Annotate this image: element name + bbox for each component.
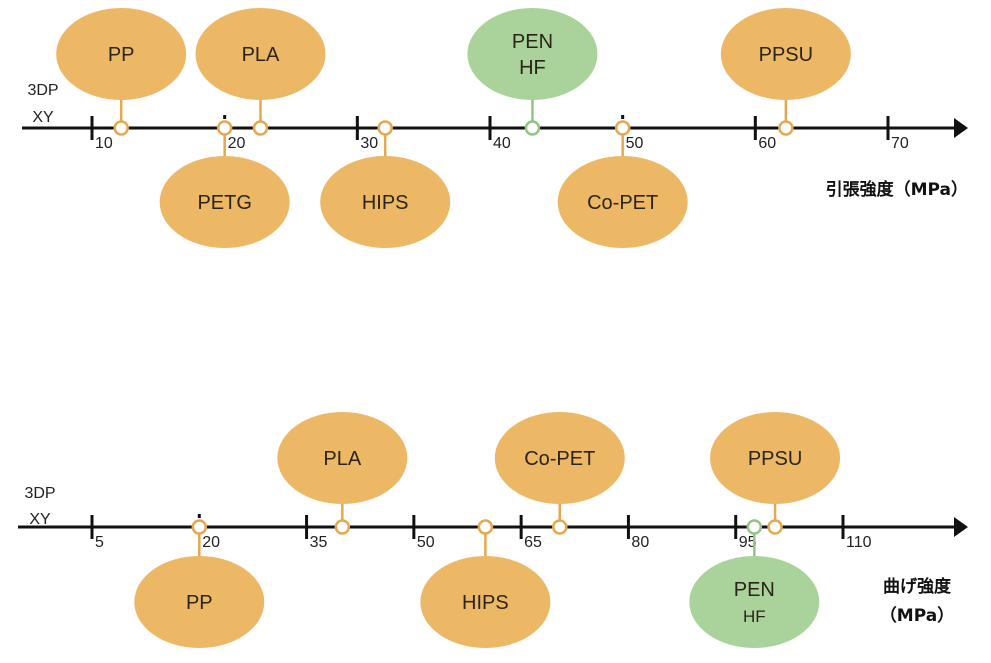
material-bubble [494,412,625,504]
tick-label: 50 [626,135,644,152]
data-point-co-pet: Co-PET [494,412,625,535]
data-marker [113,120,129,136]
tick-label: 110 [846,534,872,551]
material-label: PEN [512,31,553,53]
data-point-pp: PP [134,519,265,648]
material-label: Co-PET [587,192,658,214]
tick-mark [223,115,227,119]
tick-label: 60 [758,135,776,152]
tick-mark [621,115,625,119]
material-label: PP [108,44,135,66]
material-bubble [467,8,598,100]
tick-mark [197,514,201,518]
data-marker [767,519,783,535]
material-bubble [557,156,688,248]
tick-label: 30 [360,135,378,152]
material-label: PLA [323,448,361,470]
data-point-petg: PETG [159,120,290,248]
data-marker [614,120,631,136]
data-marker [746,519,763,535]
tick-label: 20 [202,534,220,551]
material-label: HIPS [362,192,409,214]
series-label: 3DP [27,82,58,99]
series-label: XY [32,109,54,126]
material-label: HIPS [462,592,509,614]
data-point-pla: PLA [277,412,408,535]
data-marker [377,120,393,136]
x-axis-title: （MPa） [880,605,954,626]
material-label: PLA [242,44,280,66]
data-marker [552,519,568,535]
data-marker [778,120,794,136]
tick-label: 35 [310,534,328,551]
material-bubble [56,8,187,100]
material-bubble [320,156,451,248]
data-marker [191,519,208,535]
series-label: XY [29,511,51,528]
data-marker [252,120,269,136]
material-bubble [159,156,290,248]
data-marker [524,120,541,136]
x-axis-arrow [954,118,968,138]
material-bubble [277,412,408,504]
tick-label: 95 [739,534,757,551]
data-point-hips: HIPS [420,519,551,648]
x-axis-title: 曲げ強度 [883,576,952,597]
material-bubble [420,556,551,648]
material-label: PEN [734,579,775,601]
tick-label: 50 [417,534,435,551]
data-point-pen-hf: PEN HF [467,8,598,136]
material-bubble [134,556,265,648]
data-point-pp: PP [56,8,187,136]
material-label: HF [743,607,766,626]
chart-panel-1: 3DP XY 10 20 30 40 50 60 70 PP PETG PLA HIPS PEN HF Co-… [22,8,968,248]
material-label: PPSU [759,44,813,66]
data-point-pla: PLA [195,8,326,136]
data-point-ppsu: PPSU [720,8,851,136]
material-label: PPSU [748,448,802,470]
series-label: 3DP [24,485,55,502]
tick-label: 20 [228,135,246,152]
tick-label: 65 [524,534,542,551]
data-point-ppsu: PPSU [710,412,841,535]
x-axis-arrow [954,517,968,537]
material-bubble [689,556,820,648]
x-axis-title: 引張強度（MPa） [826,179,968,200]
data-point-co-pet: Co-PET [557,120,688,248]
data-marker [477,519,494,535]
data-point-hips: HIPS [320,120,451,248]
tick-label: 10 [95,135,113,152]
data-marker [216,120,233,136]
material-bubble [720,8,851,100]
tick-label: 40 [493,135,511,152]
material-label: Co-PET [524,448,595,470]
data-marker [334,519,351,535]
material-label: PETG [197,192,251,214]
material-label: PP [186,592,213,614]
tick-label: 80 [631,534,649,551]
material-bubble [195,8,326,100]
material-bubble [710,412,841,504]
tick-label: 70 [891,135,909,152]
material-label: HF [519,57,546,79]
tick-label: 5 [95,534,104,551]
data-point-pen-hf: PEN HF [689,519,820,648]
